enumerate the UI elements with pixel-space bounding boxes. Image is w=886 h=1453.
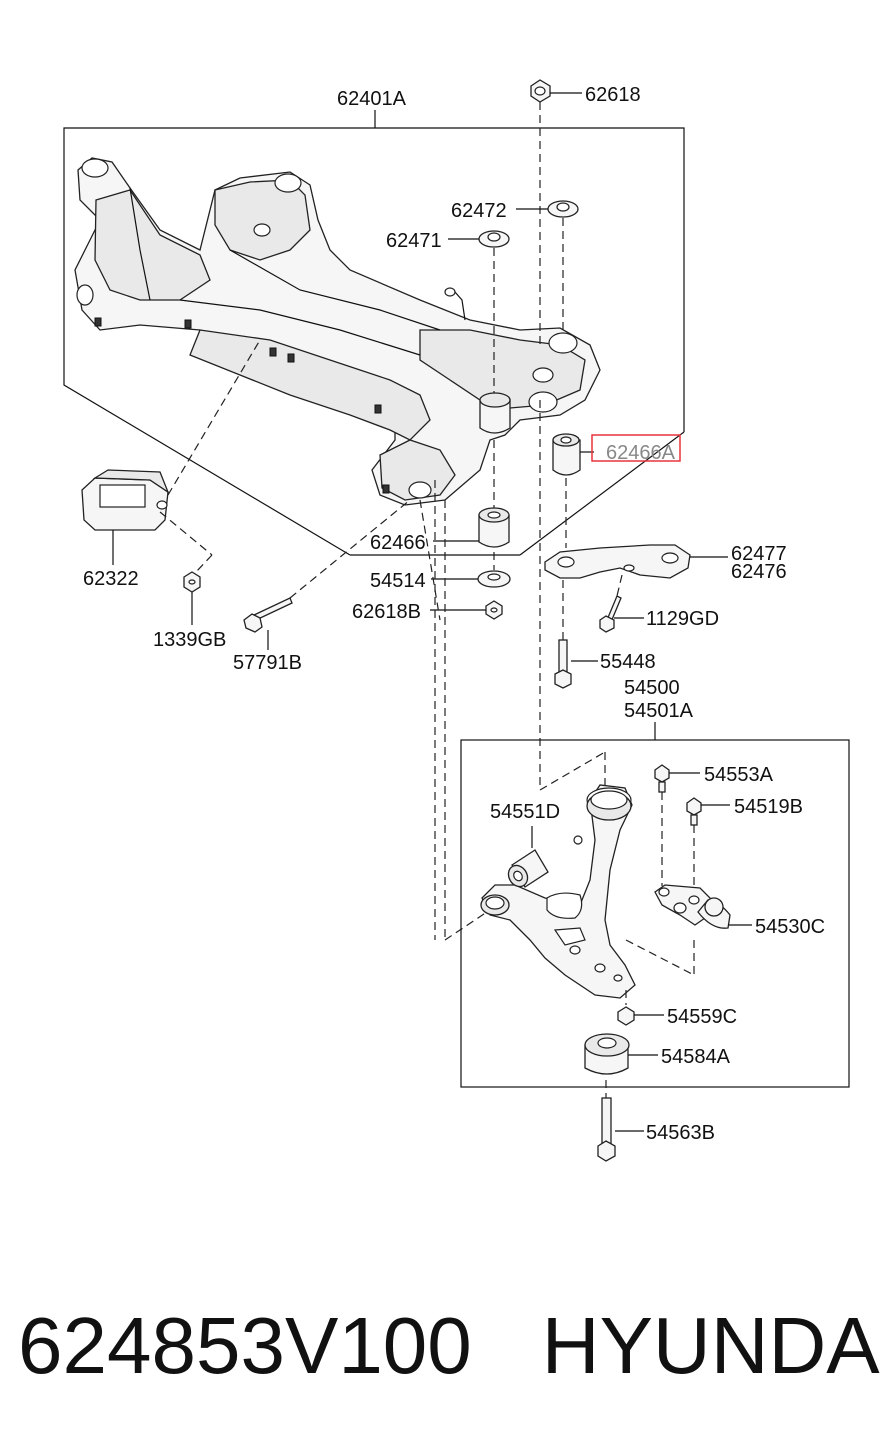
bushing-62466a — [552, 433, 581, 476]
label-62476: 62476 — [731, 561, 787, 583]
nut-62618 — [530, 79, 551, 103]
bushing-62466 — [478, 507, 510, 548]
washer-54514 — [477, 570, 511, 588]
part-number: 624853V100 — [18, 1301, 472, 1390]
label-54584a: 54584A — [661, 1046, 731, 1068]
label-55448: 55448 — [600, 651, 656, 673]
label-54500: 54500 — [624, 677, 680, 699]
stopper-62471 — [478, 230, 510, 248]
bushing-54584a — [584, 1033, 630, 1075]
bolt-57791b — [243, 597, 293, 633]
highlight-box — [591, 434, 681, 462]
label-1129gd: 1129GD — [646, 608, 719, 630]
label-54563b: 54563B — [646, 1122, 715, 1144]
bolt-55448 — [554, 639, 572, 689]
bolt-54553a — [654, 764, 670, 793]
nut-62618b — [485, 600, 503, 620]
label-62618b: 62618B — [352, 601, 421, 623]
label-54514: 54514 — [370, 570, 426, 592]
label-54501a: 54501A — [624, 700, 694, 722]
lower-control-arm — [480, 784, 636, 999]
nut-1339gb — [183, 571, 201, 593]
label-62477: 62477 — [731, 543, 787, 565]
bracket-62322 — [81, 469, 170, 531]
label-62472: 62472 — [451, 200, 507, 222]
stopper-62472 — [547, 200, 579, 218]
bushing-54551d — [507, 849, 549, 888]
label-62618: 62618 — [585, 84, 641, 106]
label-62466: 62466 — [370, 532, 426, 554]
subframe-group-frame — [63, 127, 685, 556]
label-54519b: 54519B — [734, 796, 803, 818]
label-54559c: 54559C — [667, 1006, 737, 1028]
stay-62477 — [544, 544, 691, 579]
label-57791b: 57791B — [233, 652, 302, 674]
balljoint-54530c — [654, 884, 731, 929]
label-54530c: 54530C — [755, 916, 825, 938]
label-1339gb: 1339GB — [153, 629, 226, 651]
footer: 624853V100 HYUNDAI — [18, 1296, 886, 1396]
subframe-crossmember — [74, 157, 601, 506]
bolt-1129gd — [599, 595, 622, 633]
label-54553a: 54553A — [704, 764, 774, 786]
nut-54559c — [617, 1006, 635, 1026]
label-62322: 62322 — [83, 568, 139, 590]
label-62471: 62471 — [386, 230, 442, 252]
bolt-54519b — [686, 797, 702, 826]
label-54551d: 54551D — [490, 801, 560, 823]
label-62466a: 62466A — [606, 442, 676, 464]
brand-name: HYUNDAI — [541, 1301, 886, 1390]
bushing-upper — [479, 392, 511, 434]
bolt-54563b — [597, 1097, 616, 1162]
label-62401a: 62401A — [337, 88, 407, 110]
